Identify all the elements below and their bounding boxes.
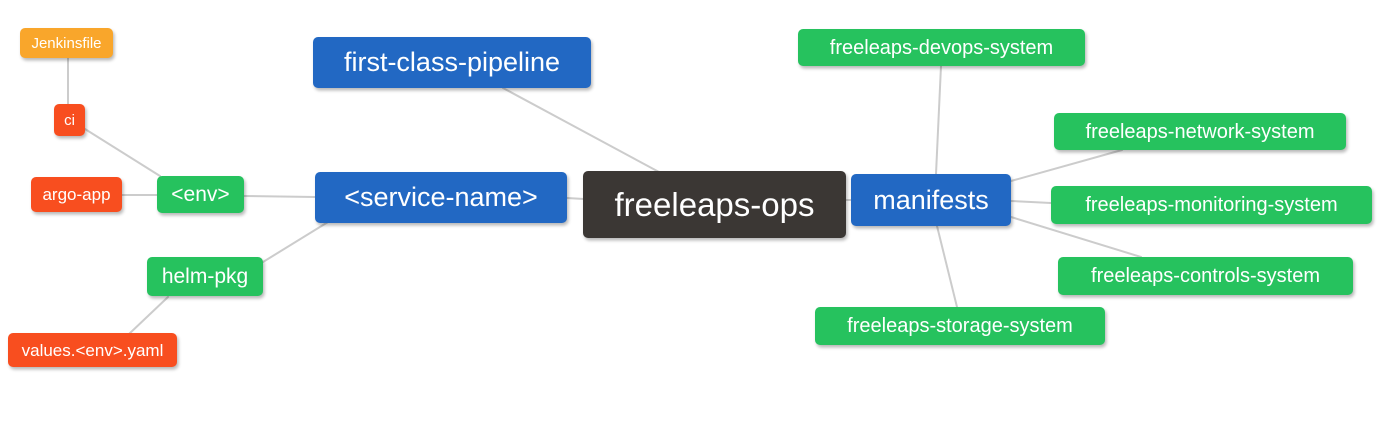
edge-first-class-pipeline--freeleaps-ops	[502, 87, 660, 173]
node-service-name[interactable]: <service-name>	[315, 172, 567, 223]
node-helm-pkg[interactable]: helm-pkg	[147, 257, 263, 296]
node-manifests[interactable]: manifests	[851, 174, 1011, 226]
edge-manifests--freeleaps-monitoring-system	[1010, 200, 1052, 204]
edge-values-env-yaml--helm-pkg	[128, 296, 169, 335]
node-freeleaps-devops-system[interactable]: freeleaps-devops-system	[798, 29, 1085, 66]
edge-manifests--freeleaps-network-system	[1010, 149, 1123, 182]
node-ci[interactable]: ci	[54, 104, 85, 136]
node-freeleaps-network-system[interactable]: freeleaps-network-system	[1054, 113, 1346, 150]
node-values-env-yaml[interactable]: values.<env>.yaml	[8, 333, 177, 367]
node-jenkinsfile[interactable]: Jenkinsfile	[20, 28, 113, 58]
edge-ci--env	[84, 128, 161, 177]
node-freeleaps-ops[interactable]: freeleaps-ops	[583, 171, 846, 238]
edge-helm-pkg--service-name	[262, 221, 329, 263]
node-freeleaps-monitoring-system[interactable]: freeleaps-monitoring-system	[1051, 186, 1372, 224]
edge-service-name--freeleaps-ops	[566, 197, 585, 200]
node-argo-app[interactable]: argo-app	[31, 177, 122, 212]
node-freeleaps-controls-system[interactable]: freeleaps-controls-system	[1058, 257, 1353, 295]
edge-manifests--freeleaps-devops-system	[935, 65, 942, 175]
node-freeleaps-storage-system[interactable]: freeleaps-storage-system	[815, 307, 1105, 345]
edge-manifests--freeleaps-controls-system	[1010, 216, 1142, 258]
node-first-class-pipeline[interactable]: first-class-pipeline	[313, 37, 591, 88]
edge-env--service-name	[243, 195, 316, 198]
edge-manifests--freeleaps-storage-system	[936, 225, 958, 308]
node-env[interactable]: <env>	[157, 176, 244, 213]
